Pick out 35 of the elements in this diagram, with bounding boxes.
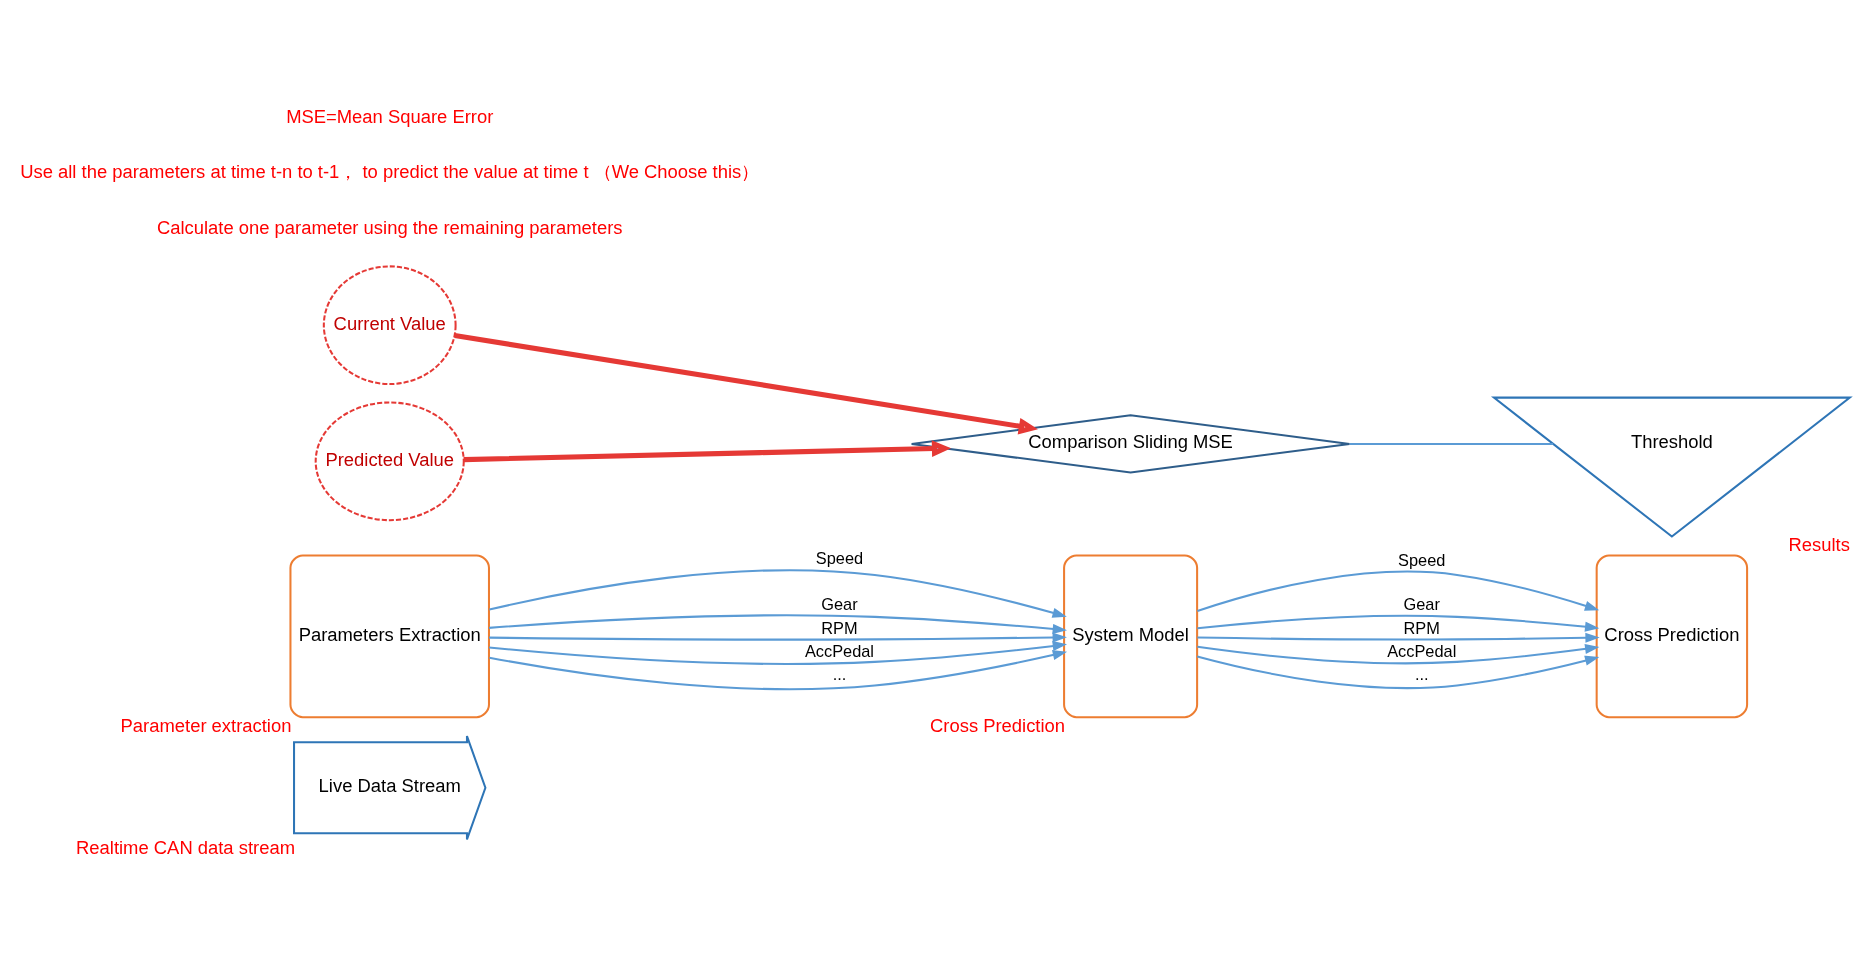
arrow (1197, 614, 1600, 632)
arrow (488, 640, 1068, 665)
node-box: System Model (1063, 553, 1199, 718)
arrow (463, 439, 952, 462)
edge-label: ... (832, 664, 847, 683)
node-diamond: Comparison Sliding MSE (910, 413, 1351, 474)
connector (1349, 442, 1554, 445)
arrow (1196, 654, 1600, 689)
edge-label: Speed (1398, 550, 1446, 568)
arrow (1197, 570, 1600, 612)
edge-label: Gear (1403, 594, 1440, 612)
edge-label: ... (1414, 664, 1429, 683)
node-box: Parameters Extraction (289, 553, 490, 718)
arrow (489, 649, 1068, 690)
edge-label: Gear (821, 594, 858, 612)
node-label: Realtime CAN data stream (76, 836, 295, 858)
arrow (454, 332, 1038, 434)
arrow (489, 631, 1067, 642)
edge-label: Speed (815, 548, 864, 567)
node-ellipse: Current Value (322, 264, 457, 385)
edge-label: AccPedal (804, 641, 875, 660)
arrow (1197, 643, 1600, 664)
node-label: Parameter extraction (120, 714, 292, 736)
label: MSE=Mean Square Error (286, 105, 494, 127)
arrow (1197, 632, 1600, 643)
arrow (489, 568, 1067, 618)
label: Calculate one parameter using the remaining parameters (156, 216, 623, 238)
edge-label: AccPedal (1387, 641, 1457, 660)
node-label: Cross Prediction (930, 714, 1066, 736)
label: Use all the parameters at time t-n to t-1， to predict the value at time t （We Choose this） (20, 160, 760, 182)
node-box: Cross Prediction (1595, 553, 1749, 718)
edge-label: RPM (1403, 618, 1440, 637)
edge-label: RPM (821, 618, 858, 637)
arrow (488, 613, 1067, 634)
node-ellipse: Predicted Value (314, 400, 465, 521)
